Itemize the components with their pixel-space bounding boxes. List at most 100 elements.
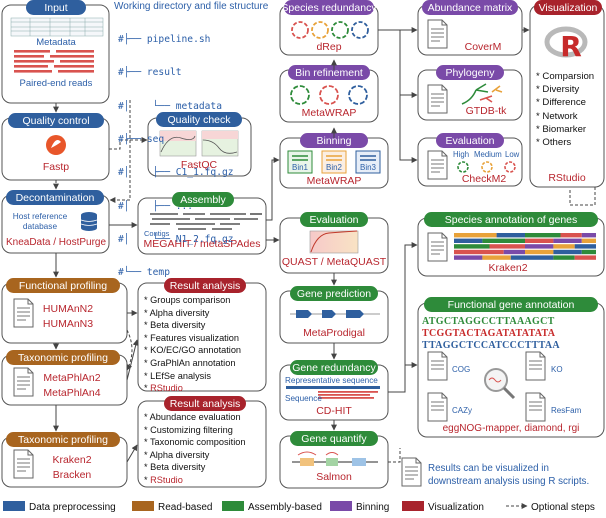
document-icon: [427, 392, 448, 422]
legend-swatch-preprocessing: [3, 501, 25, 511]
working-directory: Working directory and file structure: [114, 1, 269, 12]
stacked-bar-segment: [482, 238, 525, 243]
stacked-bar-segment: [525, 249, 554, 255]
module-result-analysis-2: Result analysis: [137, 396, 267, 488]
res2-title: Result analysis: [170, 398, 241, 410]
stacked-bar-segment: [553, 255, 575, 260]
legend: Data preprocessing Read-based Assembly-b…: [3, 501, 595, 513]
list-item: * KO/EC/GO annotation: [144, 345, 242, 356]
quast-label: QUAST / MetaQUAST: [282, 256, 387, 268]
stacked-bar-segment: [525, 238, 554, 243]
module-bin-refinement: Bin refinement MetaWRAP: [279, 65, 379, 123]
stacked-bar-segment: [510, 255, 554, 260]
rep-seq-label: Representative sequence: [285, 376, 378, 385]
workdir-line: #│ └── N1_2.fq.gz: [118, 233, 234, 245]
assembly-title: Assembly: [180, 194, 226, 206]
tax1-title: Taxonomic profiling: [18, 352, 108, 364]
eval2-title: Evaluation: [445, 135, 494, 147]
list-item: * Beta diversity: [144, 462, 206, 473]
stacked-bar-segment: [553, 238, 582, 243]
stacked-bar-segment: [489, 244, 525, 249]
bracken-label: Bracken: [53, 469, 92, 481]
connectors: [53, 27, 596, 463]
workdir-line: #│ ├── ...: [118, 200, 194, 212]
dna-seq-1: ATGCTAGGCCTTAAAGCT: [422, 316, 555, 327]
stacked-bar-segment: [553, 249, 582, 255]
list-item: * LEfSe analysis: [144, 370, 211, 381]
binref-title: Bin refinement: [295, 67, 363, 79]
legend-item-visualization: Visualization: [428, 502, 484, 513]
list-item: * Biomarker: [536, 123, 587, 135]
module-assembly: Assembly Contigs MEGAHIT / metaSPAdes: [137, 192, 267, 255]
drep-label: dRep: [316, 41, 341, 53]
list-item: * Groups comparison: [144, 295, 231, 305]
phylo-title: Phylogeny: [445, 67, 495, 79]
bins-icon: [291, 21, 369, 39]
func-title: Functional profiling: [19, 280, 107, 292]
module-visualization: Visualization R RStudio: [529, 0, 605, 188]
bin1-label: Bin1: [292, 163, 309, 172]
contigs-icon: [150, 213, 262, 230]
ko-label: KO: [551, 365, 563, 374]
humann2-label: HUMAnN2: [43, 303, 93, 315]
stacked-bar-segment: [454, 233, 497, 238]
stacked-bar-segment: [553, 244, 575, 249]
stacked-bar-segment: [560, 233, 582, 238]
paired-reads-icon: [14, 50, 94, 73]
module-evaluation-1: Evaluation QUAST / MetaQUAST: [279, 212, 389, 274]
binning-title: Binning: [316, 135, 351, 147]
module-phylogeny: Phylogeny GTDB-tk: [417, 65, 523, 121]
list-item: * Others: [536, 137, 572, 149]
coverm-label: CoverM: [465, 41, 502, 53]
medium-label: Medium: [474, 150, 502, 159]
metadata-table-icon: [10, 17, 104, 37]
gquant-title: Gene quantify: [301, 433, 367, 445]
document-icon: [427, 19, 448, 49]
fannot-title: Functional gene annotation: [448, 299, 575, 311]
stacked-bar-segment: [525, 244, 554, 249]
document-icon: [13, 449, 34, 479]
svg-text:R: R: [560, 30, 582, 63]
qc-title: Quality control: [22, 115, 89, 127]
stacked-bar-segment: [581, 249, 596, 255]
res1-title: Result analysis: [170, 280, 241, 292]
input-title: Input: [44, 2, 67, 14]
r-logo-icon: R: [544, 26, 588, 63]
module-gene-prediction: Gene prediction MetaProdigal: [279, 286, 389, 344]
workdir-line: #│ ├── C1_1.fq.gz: [118, 167, 234, 179]
fastp-label: Fastp: [43, 161, 69, 173]
stacked-bar-segment: [574, 244, 596, 249]
module-taxonomic-profiling-2: Taxonomic profiling Kraken2 Bracken: [1, 432, 128, 488]
viz-rstudio-label: RStudio: [548, 172, 586, 184]
sequence-label: Sequence: [285, 394, 322, 403]
stacked-bar-segment: [525, 233, 561, 238]
list-item: * Alpha diversity: [144, 307, 210, 318]
quast-curve-icon: [309, 230, 359, 254]
module-evaluation-2: Evaluation High Medium Low CheckM2: [417, 133, 523, 187]
document-icon: [427, 351, 448, 381]
stacked-bar-segment: [496, 233, 525, 238]
bin3-icon: Bin3: [355, 150, 381, 174]
prodigal-label: MetaProdigal: [303, 327, 365, 339]
module-species-annotation: Species annotation of genes Kraken2: [417, 212, 605, 277]
viz-title: Visualization: [539, 2, 598, 14]
qcheck-title: Quality check: [167, 114, 231, 126]
sequence-lines-icon: [286, 386, 380, 399]
module-decontamination: Decontamination Host reference database …: [1, 190, 110, 254]
gtdb-label: GTDB-tk: [466, 105, 508, 117]
checkm-label: CheckM2: [462, 173, 507, 185]
legend-item-read-based: Read-based: [158, 502, 212, 513]
gene-arrows-icon: [290, 310, 380, 318]
resfam-label: ResFam: [551, 406, 582, 415]
metawrap-refine-label: MetaWRAP: [302, 107, 357, 119]
cazy-label: CAZy: [452, 406, 472, 415]
module-binning: Binning Bin1 Bin2 Bin3 MetaWRAP: [279, 133, 389, 189]
legend-item-binning: Binning: [356, 502, 389, 513]
list-item: * Taxonomic composition: [144, 437, 246, 448]
list-item: * Comparsion: [536, 71, 595, 82]
document-icon: [427, 150, 448, 180]
cog-label: COG: [452, 365, 470, 374]
fastp-icon: [46, 135, 66, 155]
module-quality-check: Quality check FastQC: [147, 112, 252, 177]
legend-swatch-read-based: [132, 501, 154, 511]
